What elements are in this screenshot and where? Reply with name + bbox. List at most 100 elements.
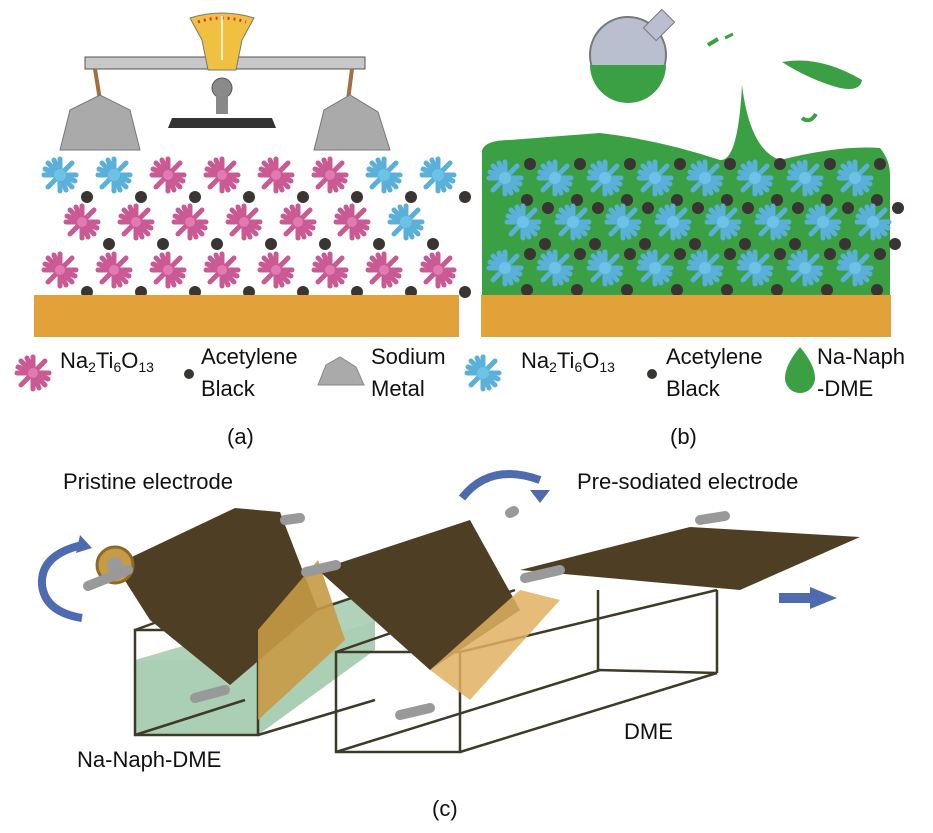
current-collector-b (481, 295, 891, 337)
acetylene-black-particle (297, 191, 309, 203)
legend-naph-label: Na-Naph-DME (817, 344, 906, 401)
sodiated-particle (507, 206, 539, 238)
acetylene-black-particle (742, 202, 754, 214)
acetylene-black-particle (81, 191, 93, 203)
nto-particle (336, 206, 368, 238)
forward-arrow-icon (779, 587, 837, 609)
sodiated-particle (557, 206, 589, 238)
acetylene-black-particle (243, 191, 255, 203)
acetylene-black-particle (674, 158, 686, 170)
sodiated-particle (589, 162, 621, 194)
legend-droplet-icon (785, 347, 815, 393)
acetylene-black-particle (642, 202, 654, 214)
acetylene-black-particle (459, 286, 471, 298)
sodium-metal-right-icon (313, 94, 391, 151)
nto-particle (422, 254, 454, 286)
legend-sodium-icon (317, 356, 365, 386)
sodiated-particle (607, 206, 639, 238)
sodiated-particle (539, 252, 571, 284)
electrode-film (95, 508, 860, 720)
acetylene-black-particle (724, 248, 736, 260)
acetylene-black-particle (351, 191, 363, 203)
acetylene-black-particle (789, 238, 801, 250)
sodiated-particle (489, 252, 521, 284)
acetylene-black-particle (542, 202, 554, 214)
acetylene-black-particle (589, 238, 601, 250)
acetylene-black-particle (624, 248, 636, 260)
nto-particle (260, 159, 292, 191)
acetylene-black-particle (774, 158, 786, 170)
legend-nto-pink-icon (17, 357, 49, 389)
acetylene-black-particle (889, 238, 901, 250)
panel-b (481, 8, 904, 337)
legend-acetylene-icon-b (647, 369, 657, 379)
acetylene-black-particle (211, 238, 223, 250)
acetylene-black-particle (189, 191, 201, 203)
rollers (83, 506, 730, 720)
sodiated-particle (98, 159, 130, 191)
acetylene-black-particle (521, 284, 533, 296)
sodiated-particle (422, 159, 454, 191)
acetylene-black-particle (824, 248, 836, 260)
acetylene-black-particle (792, 202, 804, 214)
nto-particle (120, 206, 152, 238)
sodiated-particle (757, 206, 789, 238)
acetylene-black-particle (739, 238, 751, 250)
acetylene-black-particle (524, 158, 536, 170)
sodiated-particle (689, 162, 721, 194)
sodiated-particle (368, 159, 400, 191)
acetylene-black-particle (721, 284, 733, 296)
acetylene-black-particle (592, 202, 604, 214)
nto-particle (282, 206, 314, 238)
sodiated-particle (789, 252, 821, 284)
acetylene-black-particle (103, 238, 115, 250)
nto-particle (174, 206, 206, 238)
acetylene-black-particle (621, 284, 633, 296)
bath-dme-label: DME (624, 719, 673, 744)
sodiated-particle (657, 206, 689, 238)
nto-particle (368, 254, 400, 286)
acetylene-black-particle (771, 284, 783, 296)
balance-scale-icon (84, 12, 366, 128)
sodiated-particle (789, 162, 821, 194)
acetylene-black-particle (574, 248, 586, 260)
nto-particle (152, 254, 184, 286)
sodiated-particle (707, 206, 739, 238)
acetylene-black-particle (571, 284, 583, 296)
acetylene-black-particle (639, 238, 651, 250)
acetylene-black-particle (671, 284, 683, 296)
acetylene-black-particle (821, 284, 833, 296)
acetylene-black-particle (874, 158, 886, 170)
current-collector-a (34, 295, 459, 337)
nto-particle (206, 159, 238, 191)
rotate-arrow-left-icon (37, 541, 83, 622)
acetylene-black-particle (539, 238, 551, 250)
acetylene-black-particle (135, 191, 147, 203)
panel-a (34, 12, 471, 337)
sodiated-particle (739, 252, 771, 284)
electrode-particles-a (44, 159, 471, 298)
acetylene-black-particle (459, 191, 471, 203)
acetylene-black-particle (574, 158, 586, 170)
sodiated-particle (689, 252, 721, 284)
acetylene-black-particle (842, 202, 854, 214)
sodium-metal-left-icon (59, 94, 141, 151)
electrolyte-layer (482, 85, 890, 300)
sodiated-particle (839, 252, 871, 284)
acetylene-black-particle (427, 238, 439, 250)
nto-particle (206, 254, 238, 286)
caption-a: (a) (227, 424, 254, 449)
acetylene-black-particle (774, 248, 786, 260)
acetylene-black-particle (405, 191, 417, 203)
nto-particle (44, 254, 76, 286)
acetylene-black-particle (721, 194, 733, 206)
acetylene-black-particle (571, 194, 583, 206)
sodiated-particle (739, 162, 771, 194)
acetylene-black-particle (892, 202, 904, 214)
sodiated-particle (857, 206, 889, 238)
sodiated-particle (639, 162, 671, 194)
sodiated-particle (639, 252, 671, 284)
acetylene-black-particle (157, 238, 169, 250)
